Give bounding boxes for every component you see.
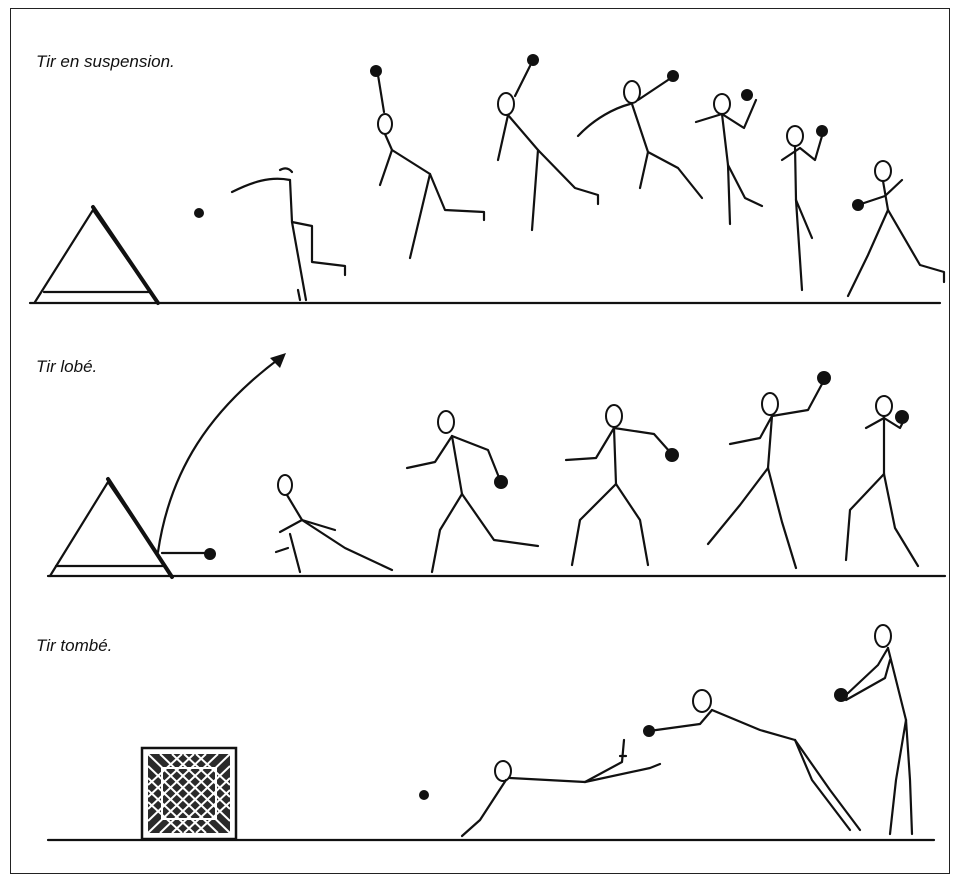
trajectory-arrow [156,356,282,554]
stick-figure [564,404,679,567]
section-title-jump-shot: Tir en suspension. [36,52,175,71]
goal-triangle [48,477,174,579]
ball [194,208,204,218]
stick-figure [460,738,662,838]
stick-figure [230,167,347,302]
stick-figure [706,371,831,570]
jump-shot-sequence [28,54,946,305]
stick-figure [844,395,920,568]
stick-figure [370,65,486,260]
goal-mat [140,746,238,841]
stick-figure [496,54,600,232]
goal-triangle [33,205,160,305]
stick-figure [576,70,704,200]
stick-figure [834,624,914,836]
stick-figure [846,160,946,298]
arrowhead [270,353,286,368]
stick-figure [274,474,394,574]
stick-figure [694,89,764,226]
ball [419,790,429,800]
section-title-dive-shot: Tir tombé. [36,636,113,655]
lob-shot-sequence [46,353,947,579]
ball [204,548,216,560]
dive-shot-sequence [46,624,936,842]
section-title-lob-shot: Tir lobé. [36,357,98,376]
stick-figure [780,125,828,292]
stick-figure [643,689,862,832]
figure-frame [10,8,950,874]
stick-figure [405,410,540,574]
